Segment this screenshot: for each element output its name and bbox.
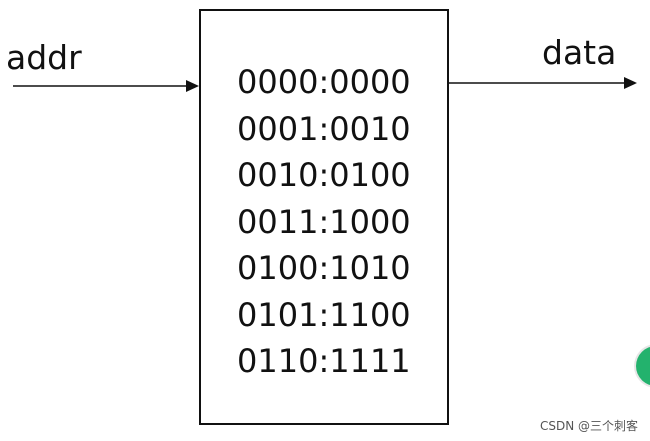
rom-block: 0000:0000 0001:0010 0010:0100 0011:1000 0100… (199, 9, 449, 425)
rom-entry-list: 0000:0000 0001:0010 0010:0100 0011:1000 0100… (237, 59, 411, 385)
rom-entry: 0101:1100 (237, 295, 411, 334)
rom-entry: 0001:0010 (237, 109, 411, 148)
watermark: CSDN @三个刺客 (539, 419, 638, 433)
output-arrowhead (624, 77, 637, 89)
rom-entry: 0011:1000 (237, 202, 411, 241)
rom-entry: 0010:0100 (237, 156, 411, 194)
floating-action-button[interactable] (636, 346, 650, 386)
rom-entry: 0100:1010 (237, 249, 411, 287)
rom-entry: 0110:1111 (237, 342, 411, 380)
input-arrowhead (186, 80, 199, 92)
output-label: data (542, 33, 617, 72)
input-label: addr (6, 38, 82, 77)
rom-entry: 0000:0000 (237, 63, 411, 101)
